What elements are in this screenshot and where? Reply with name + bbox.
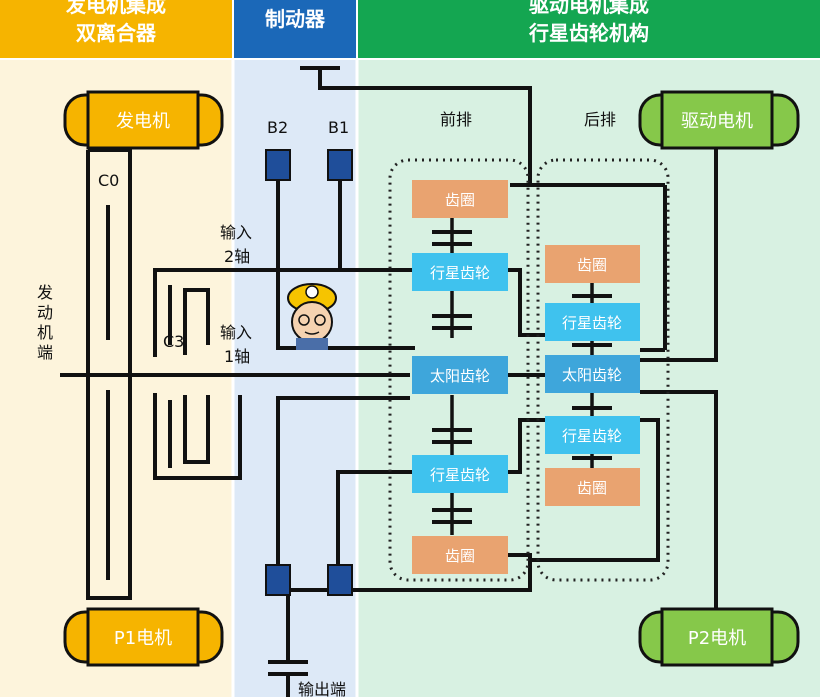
middle-header (234, 0, 356, 58)
c0-label: C0 (98, 171, 119, 190)
front-ring-gear-bottom-label: 齿圈 (445, 547, 475, 565)
rear-planet-gear-top-label: 行星齿轮 (562, 314, 622, 332)
front-planet-gear-top-label: 行星齿轮 (430, 264, 490, 282)
b2-label: B2 (267, 118, 288, 137)
rear-planetary-outline (536, 158, 670, 582)
engine-end-char-2: 动 (37, 303, 53, 322)
front-ring-gear-top (412, 180, 508, 218)
p2-motor: P2电机 (638, 607, 800, 667)
left-header-line2: 双离合器 (76, 21, 157, 45)
shaft-lines (60, 66, 718, 697)
front-planet-gear-bottom-label: 行星齿轮 (430, 466, 490, 484)
p1-motor: P1电机 (63, 607, 224, 667)
rear-row-label: 后排 (584, 110, 616, 129)
brake-b1-bottom (327, 564, 353, 596)
c3-label: C3 (163, 332, 184, 351)
front-ring-gear-top-label: 齿圈 (445, 191, 475, 209)
engine-end-char-4: 端 (37, 343, 53, 362)
brake-b2-bottom (265, 564, 291, 596)
drive-motor: 驱动电机 (638, 90, 800, 150)
front-planet-gear-top (412, 253, 508, 291)
front-ring-gear-bottom (412, 536, 508, 574)
p2-motor-label: P2电机 (688, 628, 746, 649)
rear-planet-gear-bottom-label: 行星齿轮 (562, 427, 622, 445)
rear-planet-gear-top (545, 303, 640, 341)
input2-label-line2: 2轴 (224, 247, 250, 266)
brake-b1-top (327, 149, 353, 181)
input2-label-line1: 输入 (220, 223, 252, 242)
rear-sun-gear (545, 355, 640, 393)
drive-motor-label: 驱动电机 (681, 111, 753, 132)
rear-ring-gear-bottom (545, 468, 640, 506)
front-sun-gear-label: 太阳齿轮 (430, 367, 490, 385)
p1-motor-label: P1电机 (114, 628, 172, 649)
front-sun-gear (412, 356, 508, 394)
engineer-mascot-icon (287, 283, 337, 350)
middle-header-title: 制动器 (265, 7, 326, 31)
left-header-line1: 发电机集成 (65, 0, 166, 17)
engine-end-char-3: 机 (37, 323, 53, 342)
rear-ring-gear-bottom-label: 齿圈 (577, 479, 607, 497)
generator-motor: 发电机 (63, 90, 224, 150)
front-planetary-outline (388, 158, 530, 582)
rear-ring-gear-top-label: 齿圈 (577, 256, 607, 274)
front-planet-gear-bottom (412, 455, 508, 493)
input1-label-line1: 输入 (220, 323, 252, 342)
right-header-line2: 行星齿轮机构 (528, 21, 649, 45)
input1-label-line2: 1轴 (224, 347, 250, 366)
engine-end-char-1: 发 (37, 283, 53, 302)
front-row-label: 前排 (440, 110, 472, 129)
left-header (0, 0, 232, 58)
brake-b2-top (265, 149, 291, 181)
right-header-line1: 驱动电机集成 (529, 0, 649, 17)
rear-sun-gear-label: 太阳齿轮 (562, 366, 622, 384)
generator-label: 发电机 (116, 111, 170, 132)
right-header (358, 0, 820, 58)
b1-label: B1 (328, 118, 349, 137)
left-column-bg (0, 60, 232, 697)
rear-ring-gear-top (545, 245, 640, 283)
rear-planet-gear-bottom (545, 416, 640, 454)
output-label: 输出端 (298, 680, 346, 697)
c0-clutch-outer (86, 148, 132, 600)
